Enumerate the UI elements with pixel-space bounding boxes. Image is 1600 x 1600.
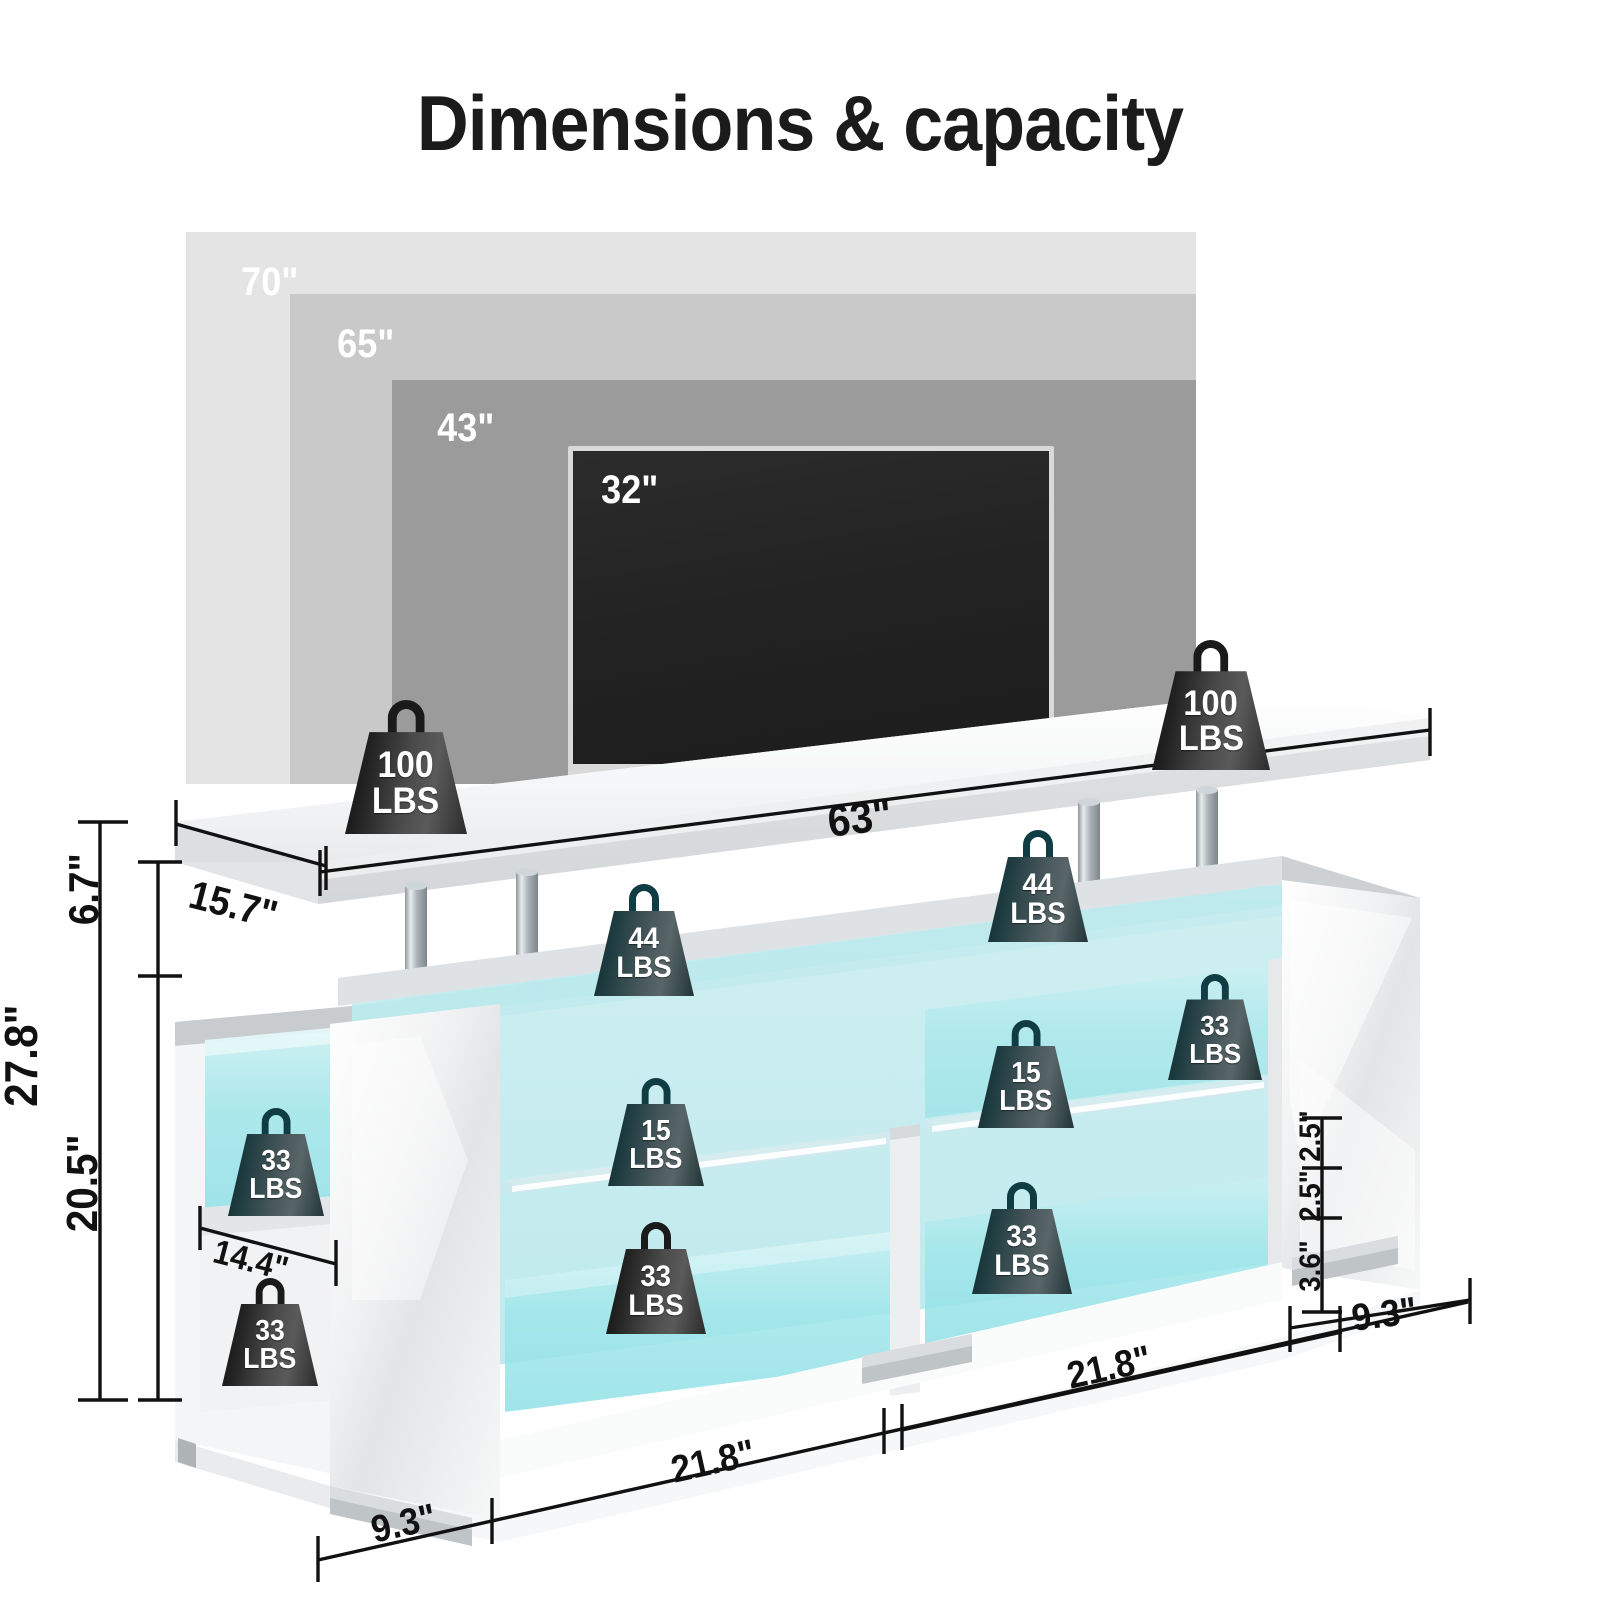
weight-unit: LBS [628, 1289, 684, 1323]
weight-badge-mid-shelf-left: 44 LBS [594, 884, 694, 996]
weight-unit: LBS [372, 780, 440, 822]
weight-handle-icon [1007, 1182, 1037, 1216]
weight-value: 33 [255, 1314, 285, 1347]
weight-handle-icon [261, 1108, 291, 1141]
dimension-right-seg-mid: 2.5" [1294, 1170, 1327, 1222]
weight-unit: LBS [616, 951, 672, 985]
page-title: Dimensions & capacity [416, 79, 1184, 167]
tv-size-32-label: 32" [601, 468, 659, 512]
tv-32-inch: 32" [568, 446, 1054, 802]
weight-body: 15 LBS [978, 1045, 1074, 1128]
weight-body: 33 LBS [228, 1133, 324, 1216]
weight-handle-icon [629, 884, 659, 918]
weight-body: 33 LBS [606, 1248, 706, 1334]
weight-value: 44 [1022, 868, 1054, 902]
weight-badge-side-lower-left: 33 LBS [222, 1278, 318, 1386]
weight-body: 33 LBS [222, 1303, 318, 1386]
weight-badge-side-upper-left: 33 LBS [228, 1108, 324, 1216]
weight-unit: LBS [1178, 717, 1244, 758]
dimension-top-gap: 6.7" [60, 853, 107, 926]
dimension-total-height: 27.8" [0, 1004, 47, 1107]
weight-unit: LBS [994, 1249, 1050, 1283]
dimension-right-seg-top: 2.5" [1294, 1110, 1327, 1162]
weight-handle-icon [1193, 640, 1229, 679]
weight-body: 33 LBS [1168, 999, 1262, 1080]
weight-body: 15 LBS [608, 1103, 704, 1186]
weight-handle-icon [1023, 830, 1053, 864]
tv-size-70-label: 70" [241, 260, 299, 304]
weight-handle-icon [641, 1222, 671, 1256]
weight-badge-upper-right: 33 LBS [1168, 974, 1262, 1080]
weight-value: 33 [640, 1260, 672, 1294]
weight-value: 15 [641, 1114, 671, 1147]
weight-value: 33 [1006, 1220, 1038, 1254]
weight-unit: LBS [243, 1342, 297, 1375]
weight-unit: LBS [999, 1084, 1053, 1117]
weight-handle-icon [387, 700, 425, 741]
weight-unit: LBS [249, 1172, 303, 1205]
weight-handle-icon [1011, 1020, 1041, 1053]
weight-body: 100 LBS [345, 732, 467, 834]
tv-size-65-label: 65" [337, 322, 395, 366]
weight-value: 44 [628, 922, 660, 956]
weight-badge-bottom-right: 33 LBS [972, 1182, 1072, 1294]
weight-handle-icon [641, 1078, 671, 1111]
weight-value: 100 [1183, 682, 1239, 723]
weight-badge-glass-right: 15 LBS [978, 1020, 1074, 1128]
weight-handle-icon [255, 1278, 285, 1311]
weight-value: 33 [1200, 1009, 1230, 1042]
tv-screen [573, 451, 1049, 764]
dimension-right-seg-low: 3.6" [1294, 1240, 1327, 1292]
weight-value: 33 [261, 1144, 291, 1177]
weight-badge-top-left: 100 LBS [345, 700, 467, 834]
weight-value: 15 [1011, 1056, 1041, 1089]
weight-badge-top-right: 100 LBS [1152, 640, 1270, 770]
weight-handle-icon [1200, 974, 1230, 1006]
weight-unit: LBS [629, 1142, 683, 1175]
dimension-cabinet-height: 20.5" [58, 1134, 107, 1233]
dimension-right-foot-width: 9.3" [1349, 1289, 1420, 1340]
weight-unit: LBS [1189, 1036, 1241, 1069]
dimension-total-width: 63" [824, 790, 895, 847]
weight-badge-bottom-left: 33 LBS [606, 1222, 706, 1334]
weight-badge-mid-shelf-right: 44 LBS [988, 830, 1088, 942]
tv-size-43-label: 43" [437, 406, 495, 450]
weight-unit: LBS [1010, 897, 1066, 931]
weight-value: 100 [377, 744, 435, 786]
weight-body: 44 LBS [594, 910, 694, 996]
weight-body: 44 LBS [988, 856, 1088, 942]
weight-badge-glass-left: 15 LBS [608, 1078, 704, 1186]
weight-body: 33 LBS [972, 1208, 1072, 1294]
weight-body: 100 LBS [1152, 671, 1270, 770]
